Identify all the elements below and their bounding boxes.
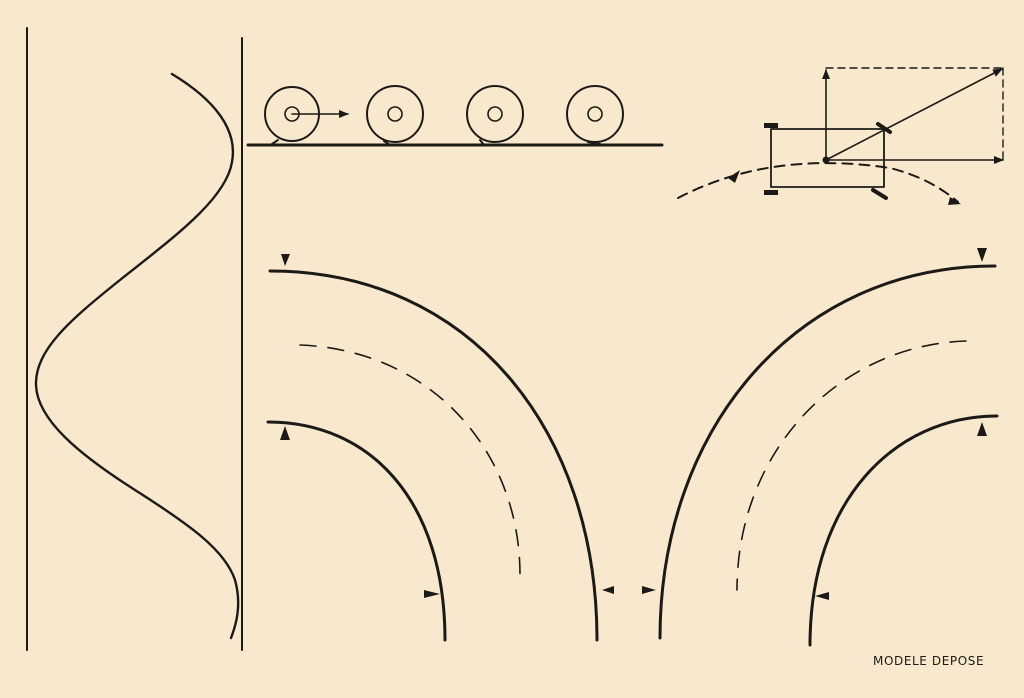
wave-panel <box>26 27 243 651</box>
resultant-vector <box>825 68 1003 161</box>
road-bend-right <box>642 248 999 647</box>
vehicle-plan <box>770 128 885 188</box>
tick-top-inner-right <box>977 422 987 436</box>
wheel-4 <box>566 85 624 145</box>
tick-bottom-outer-left <box>602 586 614 594</box>
rolling-wheels <box>246 85 664 147</box>
curved-trajectory <box>677 162 959 203</box>
center-line-right <box>736 340 967 591</box>
wheel-mark-bl <box>764 190 778 195</box>
footer-mark: MODELE DEPOSE <box>873 654 985 668</box>
s-curve-road <box>34 72 240 640</box>
wheel-mark-br <box>871 188 888 200</box>
road-bend-left <box>266 254 614 642</box>
center-line-left <box>299 344 521 576</box>
tick-bottom-outer-right <box>642 586 656 594</box>
tick-top-inner-left <box>280 426 290 440</box>
trajectory-arrow-end <box>948 197 961 205</box>
wheel-1 <box>264 86 320 145</box>
wheel-mark-tr <box>876 122 892 134</box>
trajectory-arrow-start <box>728 170 740 183</box>
tick-bottom-inner-right <box>815 592 829 600</box>
tick-top-outer-right <box>977 248 987 262</box>
center-of-mass <box>822 156 830 164</box>
wheel-2 <box>366 85 424 146</box>
inner-edge-left <box>266 420 447 642</box>
tick-top-outer-left <box>281 254 290 266</box>
inner-edge-right <box>808 414 999 647</box>
tick-bottom-inner-left <box>424 590 440 598</box>
outer-edge-left <box>268 269 599 642</box>
wheel-3 <box>466 85 524 146</box>
wheel-mark-tl <box>764 123 778 128</box>
outer-edge-right <box>658 264 997 640</box>
vector-diagram <box>677 67 1004 205</box>
